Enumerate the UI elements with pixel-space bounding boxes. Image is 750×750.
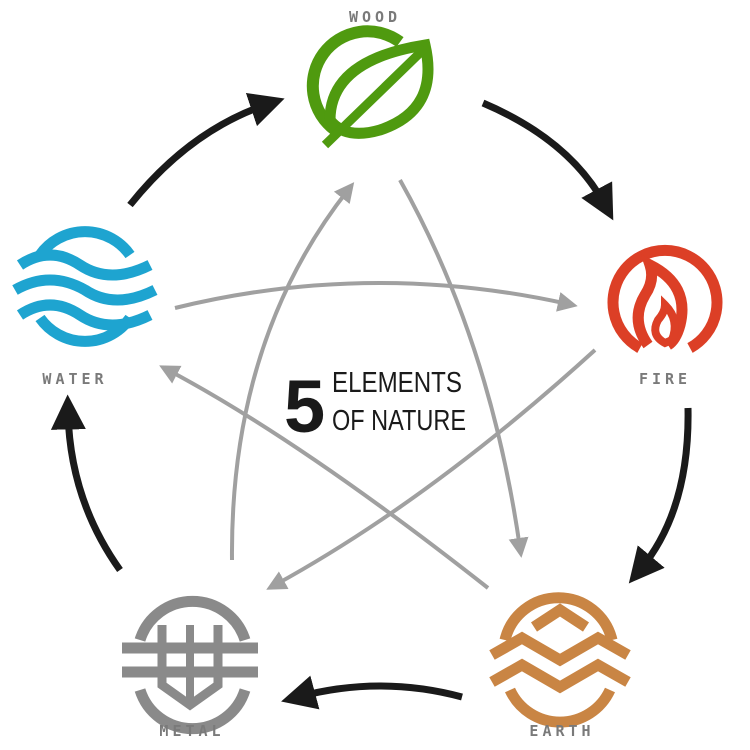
arrow-fire-to-metal bbox=[266, 348, 597, 590]
arrow-earth-to-metal bbox=[281, 675, 463, 710]
label-earth: EARTH bbox=[529, 722, 594, 740]
title-number: 5 bbox=[284, 365, 325, 448]
flame-icon bbox=[607, 244, 723, 353]
arrow-wood-to-earth bbox=[398, 179, 529, 558]
label-metal: METAL bbox=[159, 722, 224, 740]
arrow-metal-to-water bbox=[50, 394, 123, 573]
title-line-1: ELEMENTS bbox=[332, 367, 462, 399]
mountain-icon bbox=[489, 592, 631, 728]
arrow-metal-to-wood bbox=[229, 182, 355, 561]
arrow-earth-to-water bbox=[159, 365, 490, 590]
waves-icon bbox=[12, 226, 158, 347]
arrow-wood-to-fire bbox=[481, 99, 614, 221]
label-fire: FIRE bbox=[639, 370, 691, 388]
label-water: WATER bbox=[42, 370, 107, 388]
title-line-2: OF NATURE bbox=[332, 405, 466, 437]
shield-icon bbox=[122, 595, 258, 735]
leaf-icon bbox=[306, 25, 434, 149]
arrow-water-to-fire bbox=[174, 280, 578, 312]
label-wood: WOOD bbox=[349, 8, 401, 26]
arrow-water-to-wood bbox=[127, 92, 285, 208]
arrow-fire-to-earth bbox=[628, 407, 692, 584]
